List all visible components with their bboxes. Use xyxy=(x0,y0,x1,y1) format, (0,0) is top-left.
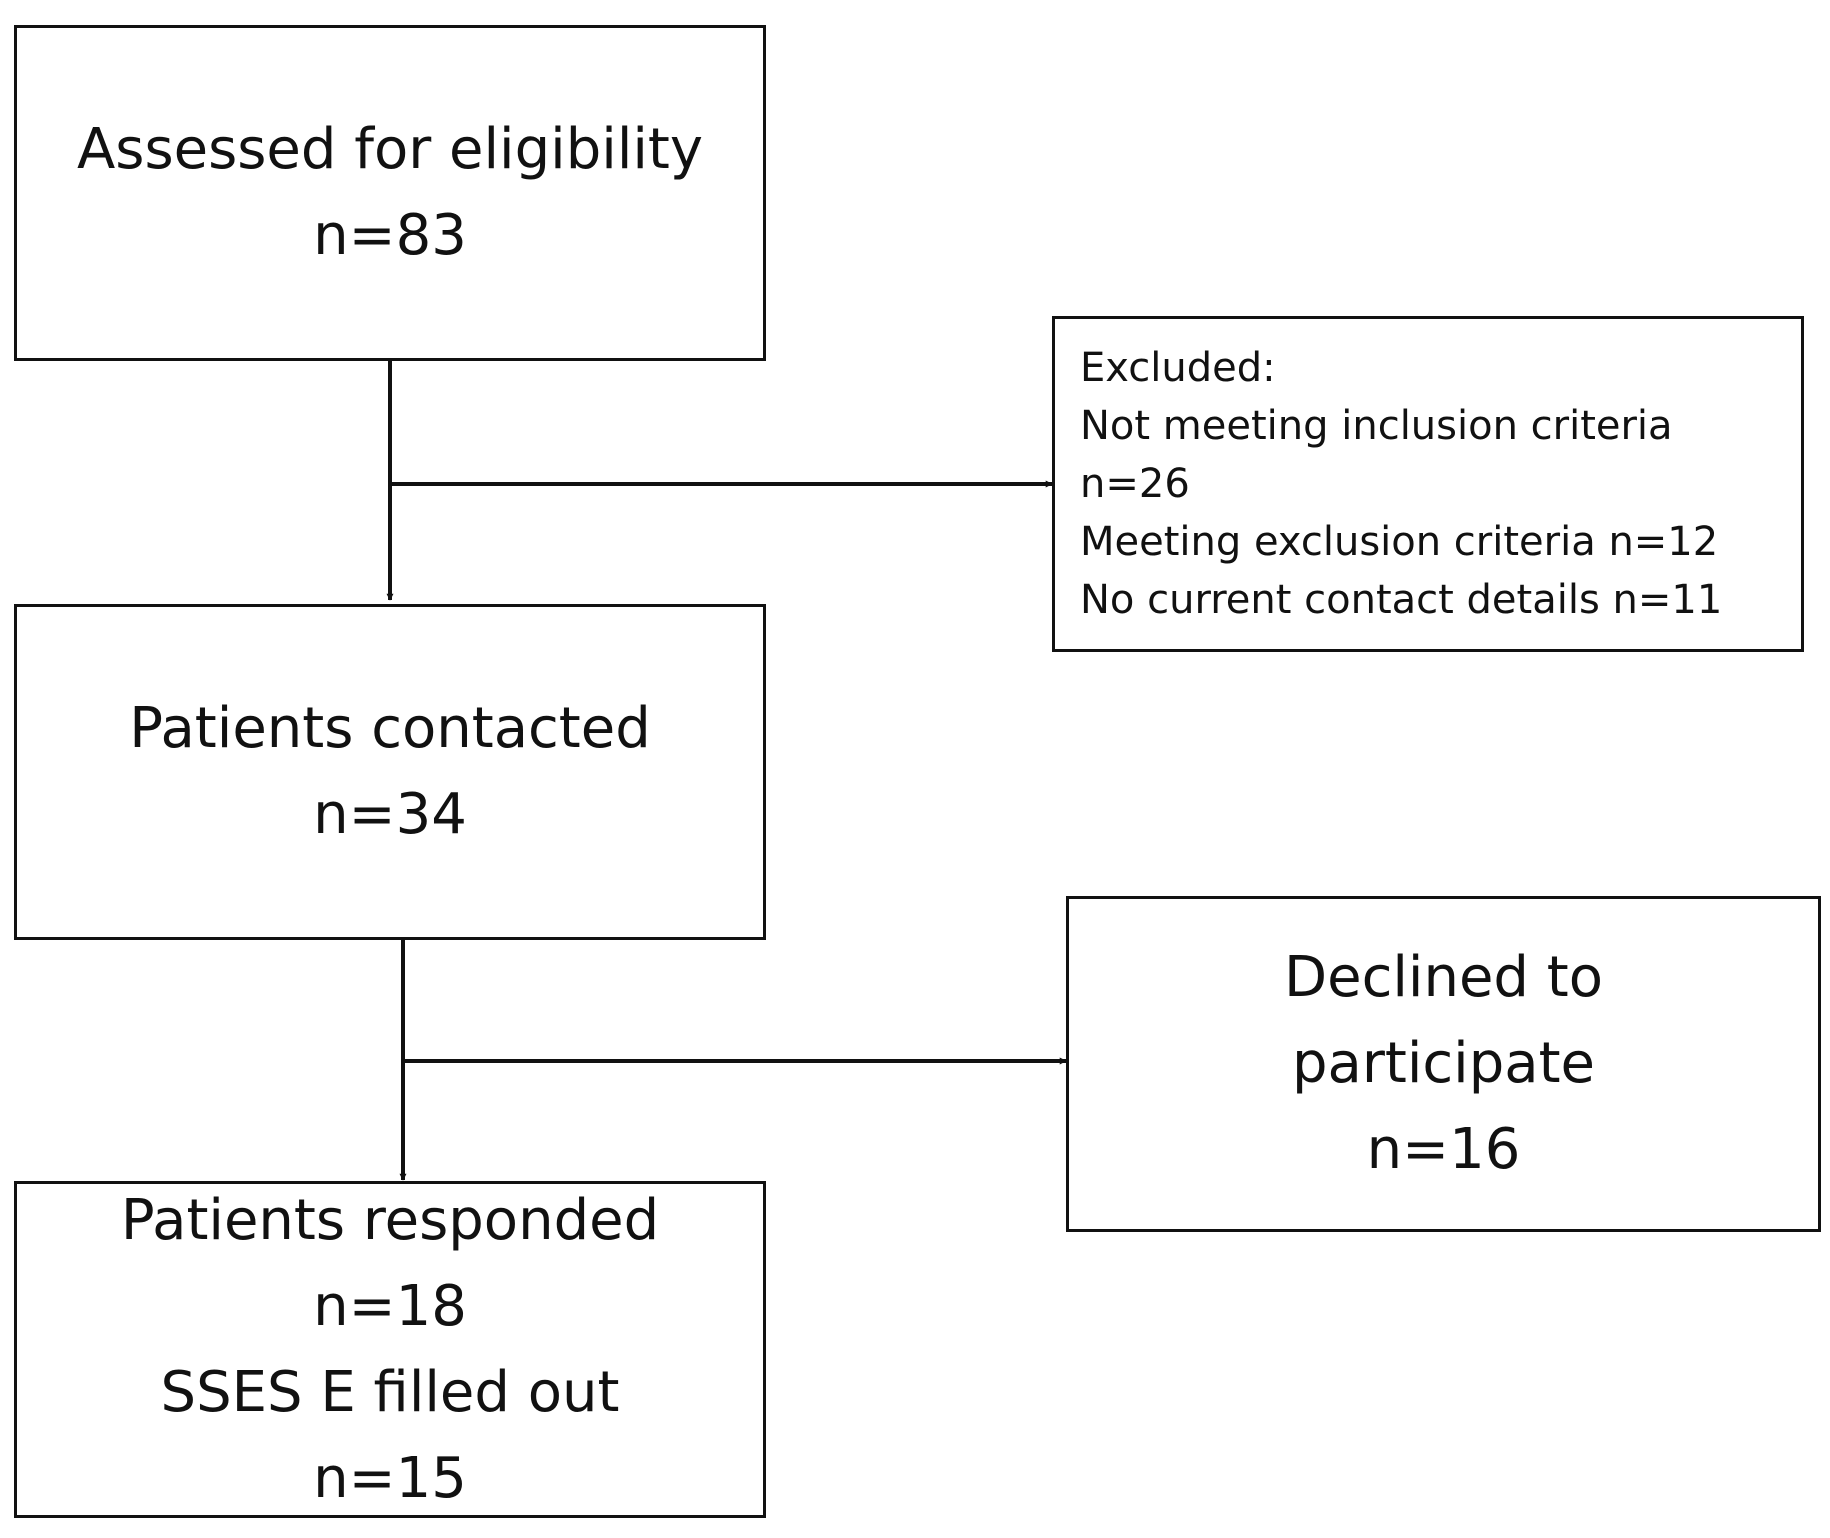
contacted-title: Patients contacted xyxy=(129,696,651,761)
declined-line-1: Declined to xyxy=(1284,945,1603,1010)
excluded-line-1: Not meeting inclusion criteria xyxy=(1080,403,1673,449)
contacted-box: Patients contacted n=34 xyxy=(14,604,766,940)
declined-line-2: participate xyxy=(1291,1031,1596,1096)
excluded-line-2: n=26 xyxy=(1080,461,1190,507)
responded-subtitle: SSES E filled out xyxy=(160,1359,620,1425)
assessed-title: Assessed for eligibility xyxy=(76,117,704,182)
responded-subcount: n=15 xyxy=(313,1445,467,1511)
declined-count: n=16 xyxy=(1366,1117,1521,1182)
contacted-count: n=34 xyxy=(313,782,467,847)
responded-count: n=18 xyxy=(313,1273,467,1339)
excluded-title: Excluded: xyxy=(1080,345,1276,391)
declined-box: Declined to participate n=16 xyxy=(1066,896,1821,1232)
excluded-line-3: Meeting exclusion criteria n=12 xyxy=(1080,519,1719,565)
excluded-box: Excluded: Not meeting inclusion criteria… xyxy=(1052,316,1804,652)
responded-box: Patients responded n=18 SSES E filled ou… xyxy=(14,1181,766,1518)
assessed-count: n=83 xyxy=(313,203,467,268)
assessed-box: Assessed for eligibility n=83 xyxy=(14,25,766,361)
excluded-line-4: No current contact details n=11 xyxy=(1080,577,1723,623)
responded-title: Patients responded xyxy=(120,1187,660,1253)
